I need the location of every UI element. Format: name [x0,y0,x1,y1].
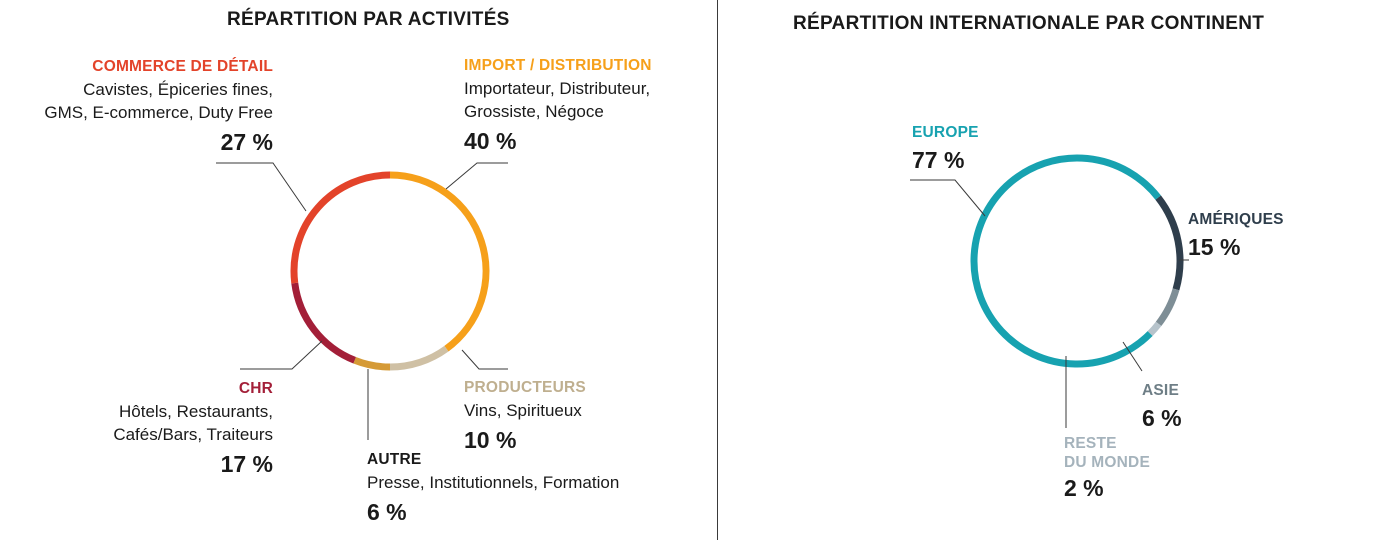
label-chr-desc2: Cafés/Bars, Traiteurs [113,425,273,444]
label-chr-pct: 17 % [220,451,273,477]
label-autre-pct: 6 % [367,499,407,525]
continent-slice-ameriques [1155,195,1184,291]
label-chr-category: CHR [238,380,273,397]
label-commerce-desc1: Cavistes, Épiceries fines, [83,80,273,99]
continent-chart-title: RÉPARTITION INTERNATIONALE PAR CONTINENT [793,13,1265,34]
activity-slice-autre [353,356,391,371]
label-import-desc2: Grossiste, Négoce [464,102,604,121]
label-commerce-pct: 27 % [220,129,273,155]
label-autre-desc1: Presse, Institutionnels, Formation [367,473,620,492]
activity-slice-chr [291,282,356,364]
leader-asie [1122,341,1143,372]
activity-slice-commerce-de-detail [290,171,391,284]
leader-commerce [216,162,307,212]
activity-slice-import-distribution [389,171,490,352]
label-europe: EUROPE 77 % [912,122,979,176]
activity-slice-producteurs [389,345,449,371]
label-asie-category: ASIE [1142,382,1179,399]
label-chr-desc1: Hôtels, Restaurants, [118,402,273,421]
label-producteurs-category: PRODUCTEURS [464,379,586,396]
label-chr: CHR Hôtels, Restaurants, Cafés/Bars, Tra… [113,378,273,480]
label-import-pct: 40 % [464,128,517,154]
activities-chart-title: RÉPARTITION PAR ACTIVITÉS [227,9,510,30]
leader-producteurs [461,349,508,370]
label-asie: ASIE 6 % [1142,380,1182,434]
leader-import [445,162,508,190]
label-reste-category1: RESTE [1064,435,1117,452]
panel-divider [717,0,718,540]
label-europe-category: EUROPE [912,124,979,141]
label-import-category: IMPORT / DISTRIBUTION [464,57,652,74]
label-commerce-desc2: GMS, E-commerce, Duty Free [44,103,273,122]
leader-chr [240,340,323,370]
label-commerce-category: COMMERCE DE DÉTAIL [92,58,273,75]
leader-europe [910,179,986,217]
label-reste-category2: DU MONDE [1064,454,1150,471]
label-producteurs-desc1: Vins, Spiritueux [464,401,582,420]
label-ameriques: AMÉRIQUES 15 % [1188,209,1284,263]
label-ameriques-pct: 15 % [1188,234,1241,260]
continent-slice-europe [970,154,1161,368]
label-producteurs: PRODUCTEURS Vins, Spiritueux 10 % [464,377,586,456]
label-import: IMPORT / DISTRIBUTION Importateur, Distr… [464,55,652,157]
label-ameriques-category: AMÉRIQUES [1188,211,1284,228]
label-reste: RESTE DU MONDE 2 % [1064,434,1150,504]
label-autre-category: AUTRE [367,451,422,468]
label-europe-pct: 77 % [912,147,965,173]
label-asie-pct: 6 % [1142,405,1182,431]
label-import-desc1: Importateur, Distributeur, [464,79,651,98]
continent-slice-asie [1155,288,1180,326]
continent-slice-reste-du-monde [1147,321,1162,337]
label-commerce: COMMERCE DE DÉTAIL Cavistes, Épiceries f… [44,56,273,158]
label-autre: AUTRE Presse, Institutionnels, Formation… [367,449,619,528]
label-producteurs-pct: 10 % [464,427,517,453]
label-reste-pct: 2 % [1064,475,1104,501]
